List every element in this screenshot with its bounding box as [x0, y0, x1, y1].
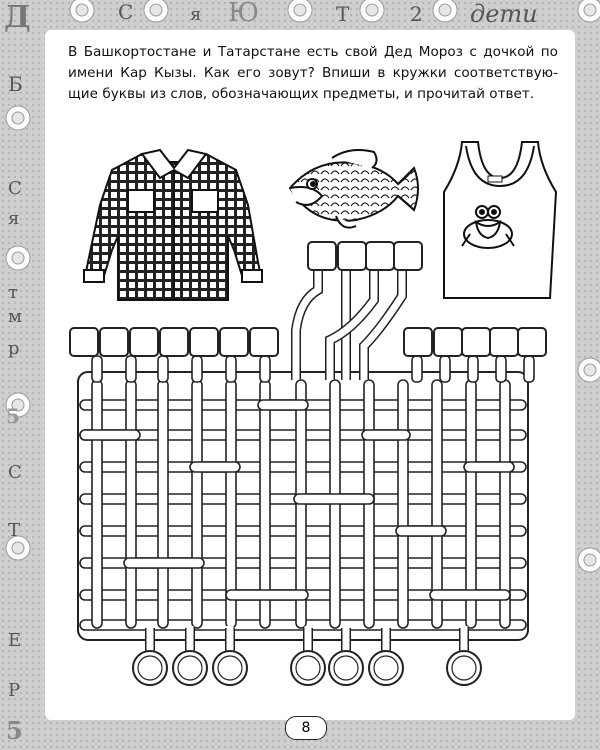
border-letter: 5: [6, 716, 23, 745]
letter-box: [99, 327, 129, 357]
border-letter: дети: [470, 0, 538, 28]
task-text: В Башкортостане и Татарстане есть свой Д…: [68, 42, 558, 105]
border-letter: С: [118, 0, 134, 24]
border-letter: С: [8, 178, 22, 199]
letter-box: [219, 327, 249, 357]
letter-box: [159, 327, 189, 357]
page-number: 8: [285, 716, 327, 740]
letter-box: [403, 327, 433, 357]
letter-box: [189, 327, 219, 357]
border-letter: Т: [8, 520, 21, 541]
border-letter: 5: [6, 404, 20, 428]
border-letter: Д: [4, 0, 31, 35]
letter-box: [129, 327, 159, 357]
letter-box: [461, 327, 491, 357]
letter-box: [69, 327, 99, 357]
border-letter: 2: [410, 2, 423, 26]
tank-top-picture: [443, 141, 558, 299]
border-letter: я: [8, 208, 20, 229]
letter-box: [249, 327, 279, 357]
border-letter: Е: [8, 630, 22, 651]
border-letter: С: [8, 462, 22, 483]
tank-top-word-boxes: [403, 327, 547, 357]
circle-connectors: [145, 626, 469, 652]
answer-circles: [132, 650, 482, 686]
maze-connectors: [91, 270, 535, 383]
task-line: имени Кар Кызы. Как его зовут? Впиши в к…: [68, 65, 558, 81]
shirt-word-boxes: [69, 327, 279, 357]
letter-box: [489, 327, 519, 357]
task-line: щие буквы из слов, обозначающих предметы…: [68, 86, 535, 102]
border-letter: м: [8, 306, 23, 327]
border-letter: Ю: [228, 0, 260, 28]
letter-box: [517, 327, 547, 357]
border-letter: Т: [336, 2, 350, 26]
border-letter: я: [190, 4, 202, 25]
border-letter: т: [8, 282, 18, 303]
border-letter: р: [8, 338, 20, 359]
border-letter: Р: [8, 680, 21, 701]
maze: [77, 371, 529, 641]
letter-box: [365, 241, 395, 271]
letter-box: [393, 241, 423, 271]
letter-box: [307, 241, 337, 271]
task-line: В Башкортостане и Татарстане есть свой Д…: [68, 44, 558, 60]
letter-box: [433, 327, 463, 357]
fish-word-boxes: [307, 241, 423, 271]
letter-box: [337, 241, 367, 271]
fish-picture: [288, 149, 419, 229]
shirt-picture: [82, 148, 264, 301]
border-letter: Б: [8, 72, 23, 96]
